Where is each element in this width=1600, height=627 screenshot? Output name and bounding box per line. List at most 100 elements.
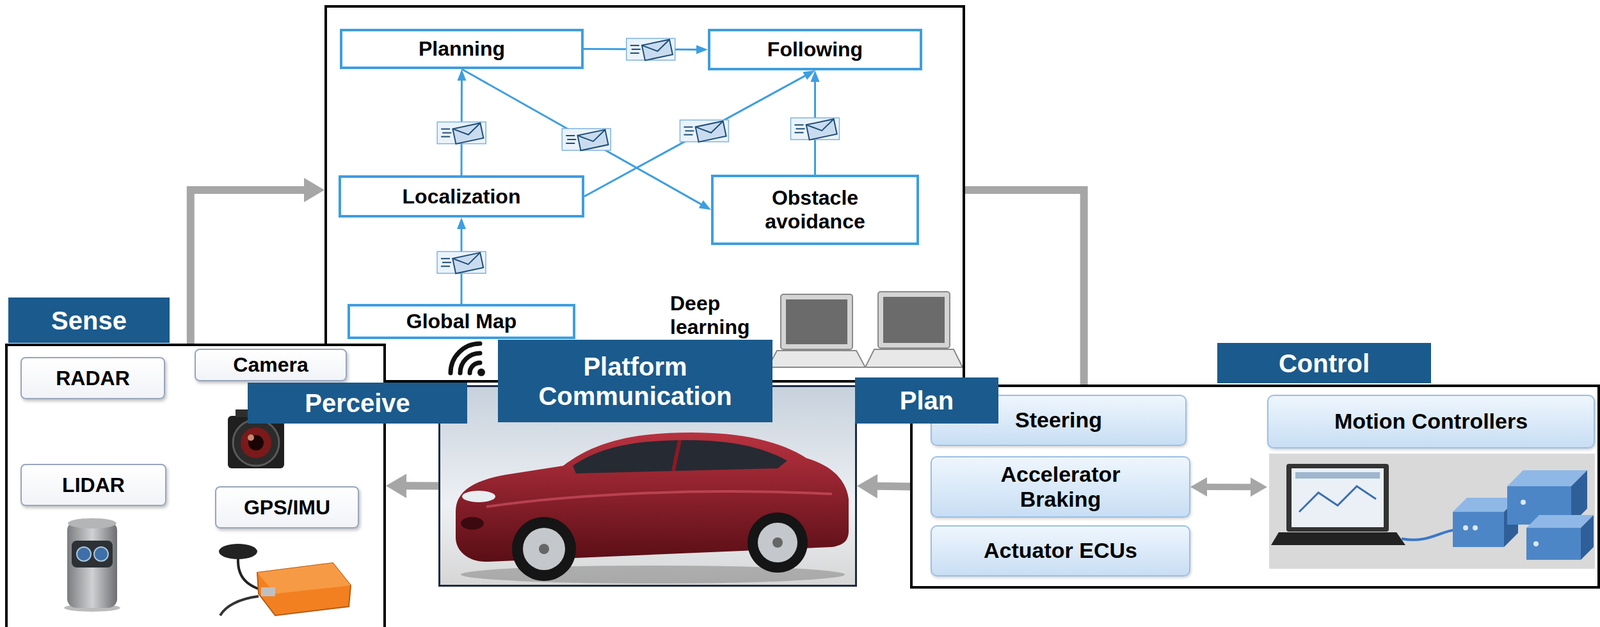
label-text: Perceive — [304, 388, 411, 418]
label-text: LIDAR — [62, 473, 125, 498]
gps-imu-icon — [218, 544, 351, 616]
car-illustration — [673, 440, 680, 472]
label-text: Actuator ECUs — [983, 538, 1138, 564]
vehicle-frame: Platform Communication — [438, 385, 857, 587]
label-text: Motion Controllers — [1334, 408, 1528, 434]
message-icon — [695, 120, 727, 143]
car-illustration — [486, 491, 832, 507]
process-box: Localization — [338, 175, 585, 218]
message-icon — [626, 38, 676, 61]
wifi-icon — [477, 368, 486, 377]
message-icon — [437, 251, 486, 274]
section-tab: Platform Communication — [497, 339, 773, 423]
message-icon — [440, 265, 450, 267]
motion-controller-photo — [1299, 486, 1376, 512]
message-icon — [437, 122, 486, 144]
process-box: Obstacle avoidance — [711, 174, 920, 246]
message-icon — [630, 52, 640, 54]
label-text: Plan — [899, 385, 954, 416]
connector-line — [1205, 483, 1252, 491]
car-illustration — [757, 522, 798, 563]
motion-controller-photo — [1269, 453, 1595, 569]
label-text: Planning — [418, 37, 505, 61]
connector-line — [405, 481, 439, 490]
message-icon — [630, 44, 640, 47]
motion-controller-photo — [1526, 528, 1581, 560]
arrow-head — [1250, 477, 1268, 497]
label-text: Localization — [402, 184, 521, 209]
laptop-icon — [780, 294, 853, 350]
process-box: Global Map — [347, 304, 576, 340]
laptop-icon — [768, 291, 963, 368]
lidar-icon — [76, 547, 91, 562]
connector — [965, 190, 1085, 385]
label-text: Deep learning — [670, 291, 779, 340]
section-tab: Plan — [855, 377, 999, 424]
system-panel: Deep learning Planning FollowingLocalizati… — [324, 5, 966, 383]
control-panel: ControlSteeringAccelerator BrakingActuat… — [910, 384, 1600, 589]
message-icon — [641, 39, 672, 55]
message-icon — [452, 122, 484, 144]
wifi-icon — [450, 343, 480, 374]
arrow-head — [810, 70, 820, 82]
message-icon — [806, 119, 838, 141]
car-illustration — [572, 440, 788, 474]
car-illustration — [462, 490, 496, 503]
gps-imu-icon — [220, 596, 259, 616]
camera-icon — [247, 434, 255, 441]
process-box: Planning — [339, 28, 584, 70]
section-tab: Control — [1217, 343, 1432, 384]
car-illustration — [460, 517, 484, 530]
message-icon — [577, 129, 607, 145]
label-text: Global Map — [406, 309, 517, 334]
car-illustration — [747, 512, 808, 573]
connector — [385, 473, 439, 498]
label-text: Sense — [51, 305, 127, 336]
gps-imu-icon — [218, 544, 258, 560]
message-icon — [442, 261, 452, 264]
lidar-icon — [67, 518, 117, 529]
sensor-box: RADAR — [20, 357, 166, 400]
message-icon — [561, 128, 611, 151]
wifi-icon — [460, 353, 480, 374]
heading-bar: Motion Controllers — [1267, 394, 1595, 449]
motion-controller-photo — [1401, 529, 1456, 541]
gps-imu-icon — [261, 587, 276, 597]
lidar-icon — [71, 540, 113, 568]
gps-imu-icon — [257, 563, 351, 616]
motion-controller-photo — [1269, 453, 1595, 569]
connector — [1190, 477, 1268, 497]
control-box: Accelerator Braking — [930, 456, 1191, 518]
message-icon — [440, 257, 450, 260]
process-box: Following — [707, 28, 923, 71]
motion-controller-photo — [1463, 525, 1469, 531]
motion-controller-photo — [1520, 499, 1526, 505]
lidar-icon — [94, 547, 109, 562]
message-icon — [437, 122, 486, 144]
sensor-box: LIDAR — [20, 464, 167, 507]
label-text: GPS/IMU — [243, 496, 331, 520]
label-text: Platform Communication — [526, 352, 745, 411]
connector — [856, 474, 911, 499]
controller-group: Motion Controllers — [1267, 394, 1595, 569]
arrow-head — [456, 217, 466, 230]
connector-line — [876, 482, 911, 491]
section-tab: Perceive — [247, 382, 468, 424]
laptop-icon — [865, 349, 963, 368]
message-icon — [626, 38, 676, 61]
sensor-box: GPS/IMU — [215, 486, 360, 529]
arrow-head — [856, 474, 878, 499]
wifi-icon — [450, 343, 486, 377]
control-box: Actuator ECUs — [930, 525, 1191, 577]
message-icon — [567, 138, 576, 141]
arrow-head — [696, 44, 708, 54]
motion-controller-photo — [1452, 512, 1504, 548]
message-icon — [442, 132, 452, 134]
message-icon — [796, 128, 806, 130]
message-icon — [452, 122, 482, 138]
camera-icon — [248, 435, 264, 451]
camera-icon — [240, 427, 272, 459]
arrow-head — [1190, 477, 1208, 497]
label-text: RADAR — [55, 366, 130, 391]
panel-border — [324, 5, 328, 344]
